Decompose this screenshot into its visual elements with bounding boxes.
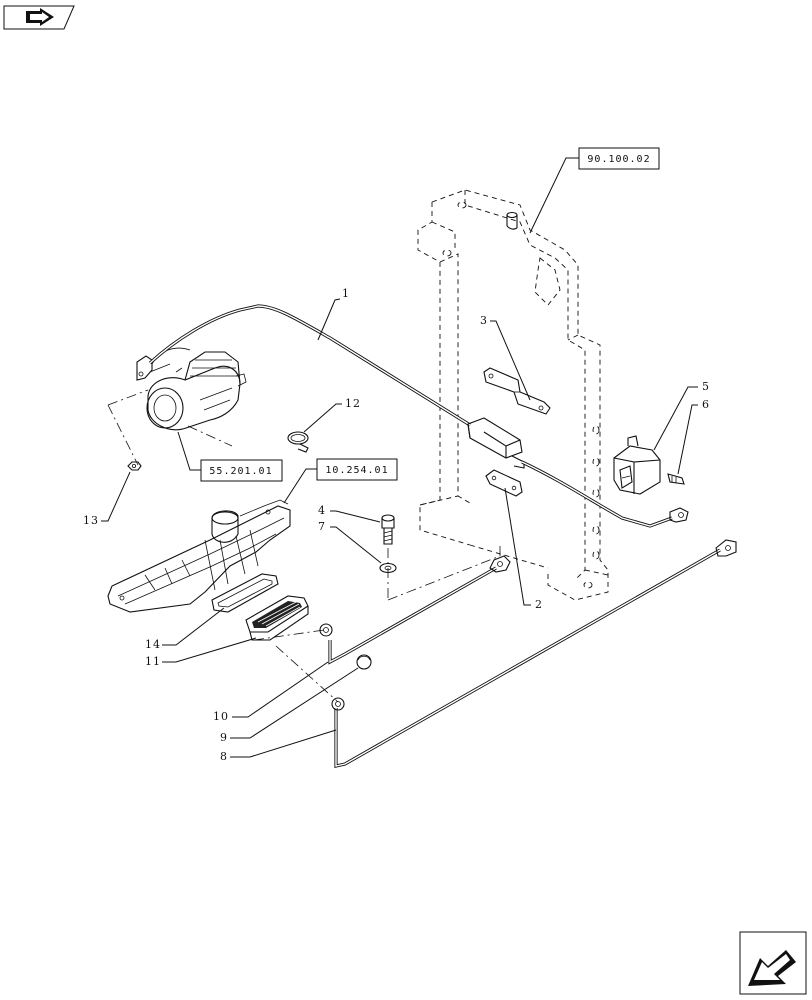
svg-text:12: 12 bbox=[345, 397, 361, 410]
svg-text:5: 5 bbox=[702, 380, 710, 393]
svg-text:2: 2 bbox=[535, 598, 543, 611]
prev-page-button[interactable] bbox=[3, 5, 75, 30]
intake-manifold bbox=[107, 499, 291, 613]
callout-9[interactable]: 9 bbox=[220, 667, 359, 744]
svg-text:4: 4 bbox=[318, 504, 326, 517]
callout-3[interactable]: 3 bbox=[480, 314, 531, 401]
prev-page-arrow-icon bbox=[26, 8, 54, 26]
ref-starter-text: 55.201.01 bbox=[209, 466, 272, 477]
callout-10[interactable]: 10 bbox=[213, 661, 329, 723]
callout-13[interactable]: 13 bbox=[83, 471, 131, 527]
bolt bbox=[381, 514, 395, 545]
svg-text:9: 9 bbox=[220, 731, 228, 744]
bracket bbox=[483, 367, 551, 415]
callout-7[interactable]: 7 bbox=[318, 520, 382, 564]
callout-4[interactable]: 4 bbox=[318, 504, 381, 523]
callout-2[interactable]: 2 bbox=[504, 487, 543, 611]
ground-cable-short bbox=[319, 555, 511, 665]
next-page-button[interactable] bbox=[739, 931, 807, 995]
callout-6[interactable]: 6 bbox=[677, 398, 710, 475]
svg-text:8: 8 bbox=[220, 750, 228, 763]
svg-text:10: 10 bbox=[213, 710, 229, 723]
assembly-guide-lines bbox=[107, 389, 501, 703]
callout-8[interactable]: 8 bbox=[220, 729, 337, 763]
callout-14[interactable]: 14 bbox=[145, 607, 225, 651]
svg-text:13: 13 bbox=[83, 514, 99, 527]
ref-box-frame[interactable]: 90.100.02 bbox=[578, 147, 660, 170]
ref-intake-text: 10.254.01 bbox=[325, 465, 388, 476]
main-harness-cable bbox=[148, 304, 689, 528]
protective-cap bbox=[356, 654, 372, 670]
grid-heater bbox=[245, 595, 309, 641]
svg-text:11: 11 bbox=[145, 655, 161, 668]
callout-11[interactable]: 11 bbox=[145, 637, 257, 668]
hose-clamp bbox=[287, 431, 309, 453]
ground-cable-long bbox=[331, 539, 737, 768]
callout-1[interactable]: 1 bbox=[317, 287, 350, 341]
ref-box-intake[interactable]: 10.254.01 bbox=[316, 458, 398, 481]
svg-text:7: 7 bbox=[318, 520, 326, 533]
nut bbox=[127, 461, 142, 471]
svg-text:6: 6 bbox=[702, 398, 710, 411]
svg-text:3: 3 bbox=[480, 314, 488, 327]
frame-phantom bbox=[417, 189, 609, 601]
starter-motor bbox=[136, 347, 247, 431]
next-page-arrow-icon bbox=[748, 950, 796, 986]
ref-frame-text: 90.100.02 bbox=[587, 154, 650, 165]
relay bbox=[613, 435, 661, 495]
cable-clip bbox=[485, 469, 523, 497]
svg-text:1: 1 bbox=[342, 287, 350, 300]
ref-box-starter[interactable]: 55.201.01 bbox=[200, 459, 283, 482]
callout-5[interactable]: 5 bbox=[653, 380, 710, 451]
callout-12[interactable]: 12 bbox=[303, 397, 361, 433]
screw bbox=[667, 473, 685, 485]
svg-text:14: 14 bbox=[145, 638, 161, 651]
gasket bbox=[211, 573, 279, 613]
